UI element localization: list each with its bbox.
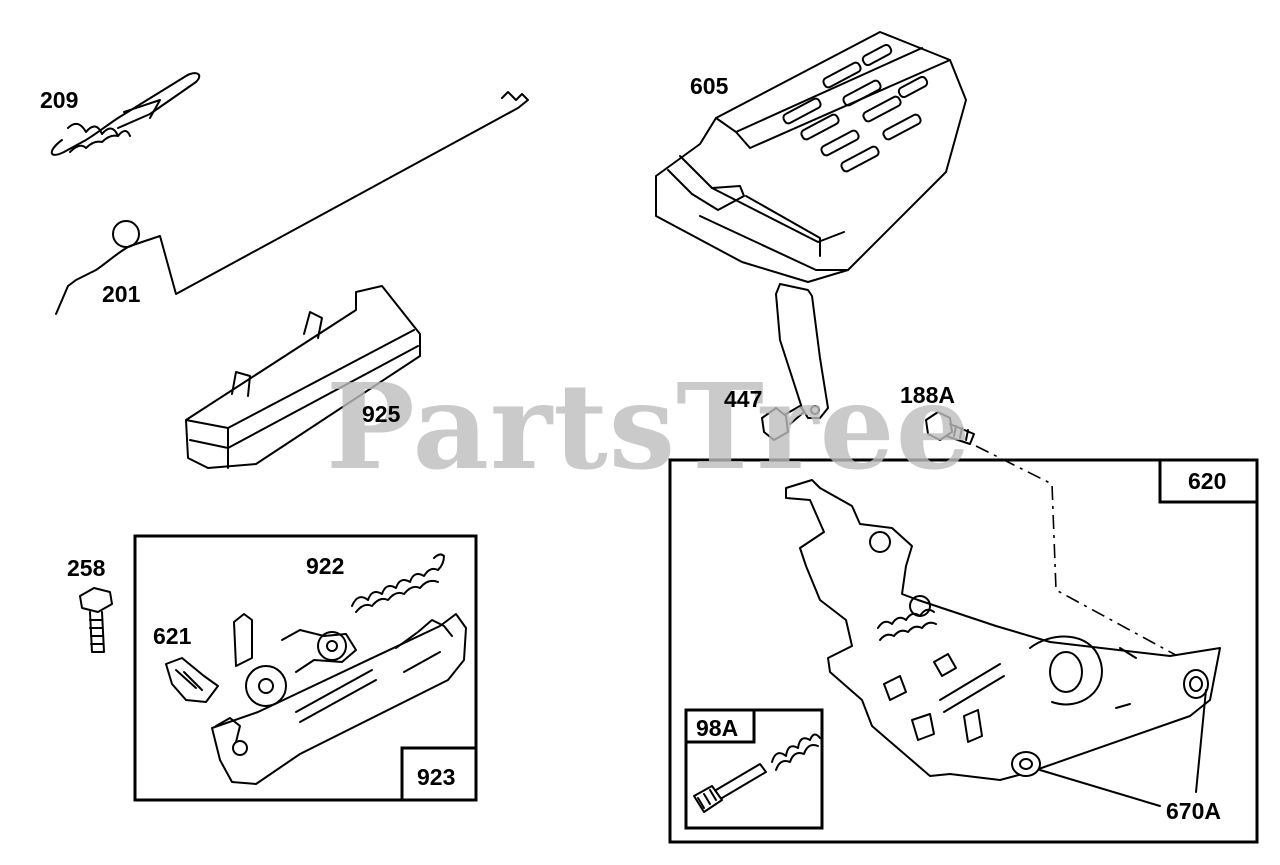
watermark: PartsTree [326, 357, 972, 496]
part-447-screw [761, 405, 805, 441]
part-923-box [133, 534, 478, 802]
callout-922: 922 [306, 553, 345, 579]
callout-605: 605 [690, 73, 729, 99]
callout-188a: 188A [900, 382, 955, 408]
callout-621: 621 [153, 623, 192, 649]
part-201-rod [55, 91, 529, 315]
part-188a-screw [925, 411, 975, 445]
callout-258: 258 [67, 555, 106, 581]
part-258-bolt [79, 587, 113, 653]
callout-925: 925 [362, 401, 401, 427]
part-209-spring [50, 72, 201, 156]
callout-620: 620 [1188, 468, 1227, 494]
callout-98a: 98A [696, 715, 739, 741]
part-605-guard [655, 31, 967, 419]
part-925-cover [185, 285, 421, 469]
callout-923: 923 [417, 764, 456, 790]
part-620-box [668, 445, 1259, 844]
callout-447: 447 [724, 386, 763, 412]
callout-209: 209 [40, 87, 79, 113]
callout-201: 201 [102, 281, 141, 307]
callout-670a: 670A [1166, 798, 1221, 824]
part-98a-box [684, 708, 824, 830]
